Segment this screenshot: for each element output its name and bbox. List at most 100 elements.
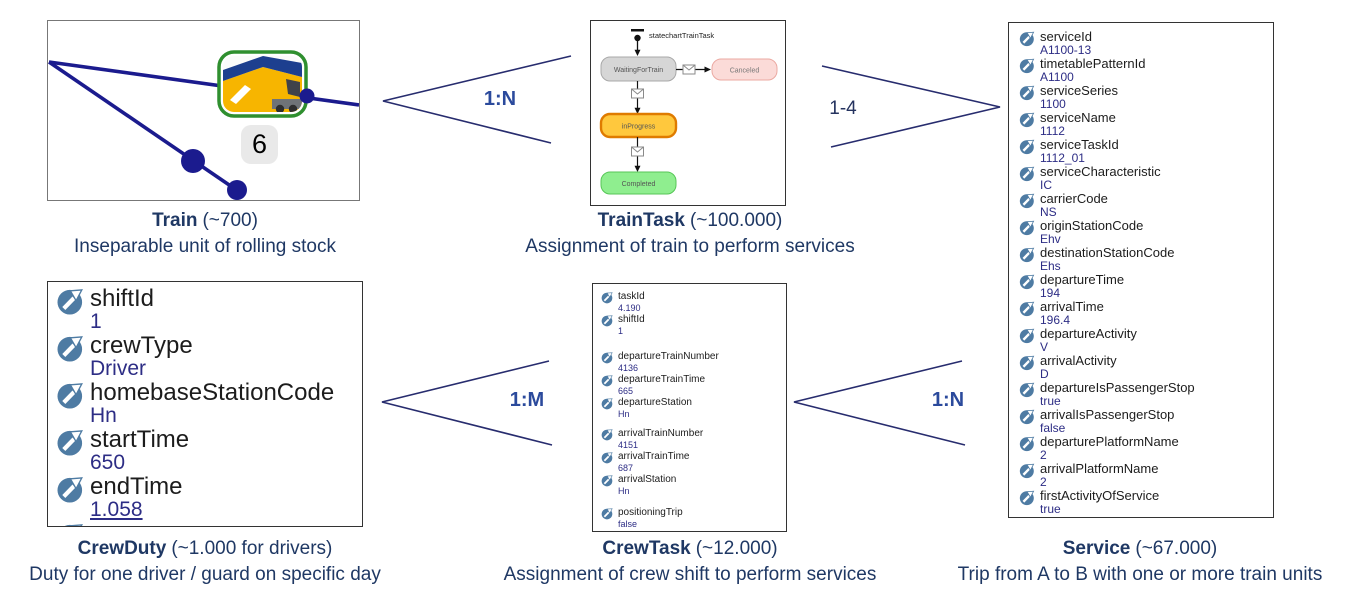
parameter-icon (1019, 300, 1036, 317)
attribute-name: startTime (90, 426, 190, 453)
attribute-value: 1100 (1040, 97, 1066, 111)
attribute-name: firstActivityOfService (1040, 488, 1160, 503)
attribute-name: departureActivity (1040, 326, 1137, 341)
entity-count: (~100.000) (689, 210, 783, 231)
attribute-value: false (618, 519, 638, 529)
parameter-icon (1019, 381, 1036, 398)
attribute-name: homebaseStationCode (90, 379, 335, 406)
attribute-value: 650 (90, 451, 126, 474)
parameter-icon (601, 507, 614, 520)
connector-traintask-service (821, 65, 1001, 148)
entity-name: Service (1062, 538, 1131, 559)
parameter-icon (1019, 84, 1036, 101)
parameter-icon (1019, 165, 1036, 182)
attribute-value: 665 (618, 386, 634, 396)
parameter-icon (601, 291, 614, 304)
attribute-value: Hn (90, 404, 117, 427)
parameter-icon (56, 521, 86, 527)
entity-count: (~67.000) (1135, 538, 1218, 559)
attribute-name: timetablePatternId (1040, 56, 1146, 71)
attribute-value: 1112 (1040, 124, 1065, 138)
parameter-icon (1019, 57, 1036, 74)
entity-name: Train (152, 210, 198, 231)
attribute-value: NS (1040, 205, 1057, 219)
attribute-name: serviceName (1040, 110, 1116, 125)
parameter-icon (1019, 111, 1036, 128)
statechart-title: statechartTrainTask (649, 31, 714, 40)
parameter-icon (601, 374, 614, 387)
parameter-icon (601, 474, 614, 487)
attribute-value: 2 (1040, 475, 1047, 489)
attribute-value: 4.190 (618, 303, 641, 313)
attribute-name: arrivalIsPassengerStop (1040, 407, 1175, 422)
attribute-value: A1100 (1040, 70, 1074, 84)
attribute-value: 1112_01 (1040, 151, 1085, 165)
attribute-name: shiftId (90, 285, 155, 312)
parameter-icon (1019, 462, 1036, 479)
parameter-icon (56, 286, 86, 316)
crewduty-caption: CrewDuty(~1.000 for drivers) Duty for on… (0, 536, 410, 588)
parameter-icon (1019, 192, 1036, 209)
attribute-name: originStationCode (1040, 218, 1144, 233)
parameter-icon (56, 427, 86, 457)
parameter-icon (1019, 435, 1036, 452)
attribute-value: Ehs (1040, 259, 1061, 273)
attribute-name: departureIsPassengerStop (1040, 380, 1195, 395)
attribute-name: destinationStationCode (1040, 245, 1175, 260)
relation-label-crewtask-service: 1:N (931, 389, 965, 411)
parameter-icon (601, 351, 614, 364)
attribute-value: V (1040, 340, 1049, 354)
entity-description: Duty for one driver / guard on specific … (29, 564, 381, 585)
attribute-value: 687 (618, 463, 634, 473)
train-entity-box: 6 (47, 20, 360, 201)
connector-train-traintask (382, 55, 572, 144)
attribute-value: true (1040, 502, 1061, 516)
state-completed-label: Completed (622, 181, 656, 188)
message-envelope-icon (631, 146, 644, 157)
parameter-icon (1019, 138, 1036, 155)
attribute-name: arrivalTrainNumber (618, 428, 704, 439)
train-caption: Train(~700) Inseparable unit of rolling … (0, 208, 410, 260)
initial-state-marker (631, 29, 644, 56)
attribute-value: 194 (1040, 286, 1061, 300)
parameter-icon (1019, 408, 1036, 425)
attribute-name: departureStation (618, 397, 692, 408)
message-envelope-icon (631, 88, 644, 99)
entity-description: Inseparable unit of rolling stock (74, 236, 336, 257)
attribute-value: 4136 (618, 363, 639, 373)
parameter-icon (1019, 354, 1036, 371)
parameter-icon (1019, 327, 1036, 344)
attribute-value: true (1040, 394, 1061, 408)
attribute-value: A1100-13 (1040, 43, 1092, 57)
parameter-icon (56, 474, 86, 504)
parameter-icon (1019, 219, 1036, 236)
attribute-name: serviceTaskId (1040, 137, 1119, 152)
route-node (181, 149, 205, 173)
parameter-icon (601, 428, 614, 441)
parameter-icon (56, 380, 86, 410)
route-node (227, 180, 247, 200)
message-envelope-icon (682, 64, 696, 75)
attribute-value: IC (1040, 178, 1052, 192)
attribute-name: departureTrainTime (618, 374, 706, 385)
